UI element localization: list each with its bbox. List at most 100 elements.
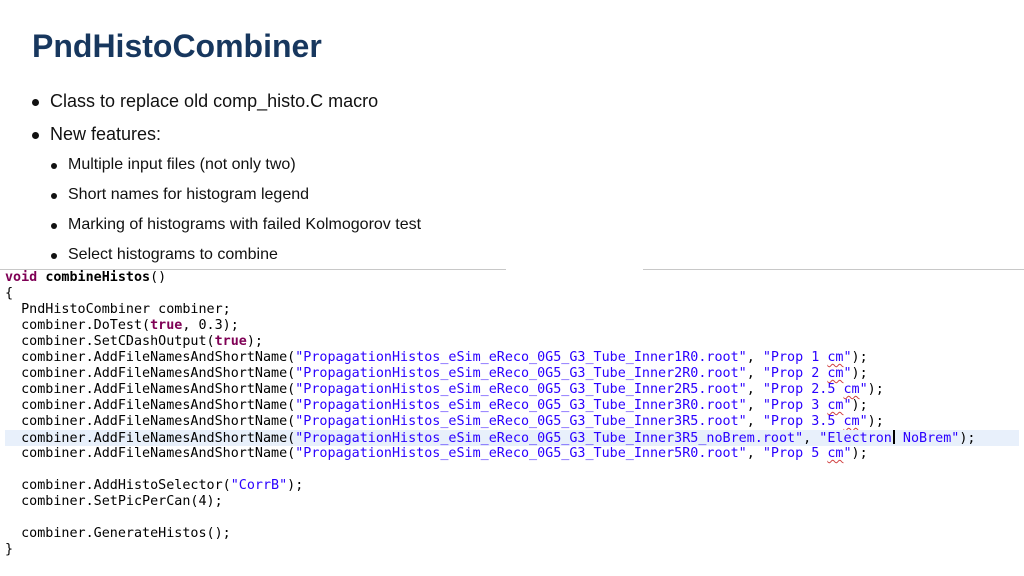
sub-bullet-item: Multiple input files (not only two) <box>51 156 296 174</box>
string-literal: "PropagationHistos_eSim_eReco_0G5_G3_Tub… <box>295 382 747 397</box>
bullet-dot-icon <box>32 132 39 139</box>
string-part: " <box>843 398 852 413</box>
string-part: " <box>843 446 852 461</box>
code-punct: , <box>746 366 763 381</box>
code-line: combiner.AddFileNamesAndShortName("Propa… <box>5 398 868 414</box>
sub-bullet-text: Short names for histogram legend <box>68 186 310 203</box>
code-punct: , <box>803 431 820 446</box>
code-line: } <box>5 542 13 558</box>
spellcheck-word: cm <box>827 398 844 413</box>
string-part: "Prop 3.5 <box>762 414 844 429</box>
code-line: combiner.AddFileNamesAndShortName("Propa… <box>5 446 868 462</box>
keyword-true: true <box>150 318 183 333</box>
code-line: combiner.AddHistoSelector("CorrB"); <box>5 478 303 494</box>
bullet-item: Class to replace old comp_histo.C macro <box>32 91 379 112</box>
divider-line <box>0 269 506 270</box>
string-part: "Prop 1 <box>762 350 828 365</box>
code-text: ); <box>246 334 263 349</box>
spellcheck-word: cm <box>827 366 844 381</box>
string-literal: "Prop 2 cm" <box>763 366 852 381</box>
code-text: combiner.DoTest( <box>5 318 151 333</box>
string-part: " <box>843 366 852 381</box>
code-punct: ); <box>287 478 304 493</box>
string-part: "Prop 5 <box>762 446 828 461</box>
string-literal: "PropagationHistos_eSim_eReco_0G5_G3_Tub… <box>295 446 747 461</box>
bullet-dot-icon <box>51 163 57 169</box>
spellcheck-word: cm <box>827 446 844 461</box>
divider-line <box>643 269 1024 270</box>
string-literal: "PropagationHistos_eSim_eReco_0G5_G3_Tub… <box>295 398 747 413</box>
bullet-dot-icon <box>32 99 39 106</box>
spellcheck-word: cm <box>827 350 844 365</box>
sub-bullet-item: Select histograms to combine <box>51 246 278 264</box>
code-text: PndHistoCombiner combiner; <box>5 302 231 317</box>
sub-bullet-text: Multiple input files (not only two) <box>68 156 296 173</box>
sub-bullet-text: Select histograms to combine <box>68 246 278 263</box>
string-part: "Electron <box>819 431 892 446</box>
bullet-dot-icon <box>51 253 57 259</box>
code-text: combiner.AddHistoSelector( <box>5 478 231 493</box>
keyword-void: void <box>5 270 38 285</box>
string-literal: "Prop 5 cm" <box>763 446 852 461</box>
code-line: { <box>5 286 13 302</box>
string-literal: "Prop 1 cm" <box>763 350 852 365</box>
string-literal: "Prop 3.5 cm" <box>763 414 868 429</box>
string-part: NoBrem" <box>894 431 960 446</box>
string-part: "Prop 2.5 <box>762 382 844 397</box>
code-line: combiner.SetPicPerCan(4); <box>5 494 223 510</box>
string-part: " <box>843 350 852 365</box>
code-line: combiner.SetCDashOutput(true); <box>5 334 263 350</box>
spellcheck-word: cm <box>843 414 860 429</box>
code-punct: ); <box>867 382 884 397</box>
code-text: combiner.AddFileNamesAndShortName( <box>5 382 296 397</box>
code-punct: () <box>150 270 167 285</box>
code-line: combiner.DoTest(true, 0.3); <box>5 318 239 334</box>
bullet-dot-icon <box>51 223 57 229</box>
sub-bullet-item: Short names for histogram legend <box>51 186 310 204</box>
string-part: "Prop 2 <box>762 366 828 381</box>
spellcheck-word: cm <box>843 382 860 397</box>
function-name: combineHistos <box>45 270 151 285</box>
string-literal: "PropagationHistos_eSim_eReco_0G5_G3_Tub… <box>295 366 747 381</box>
code-punct: , <box>746 446 763 461</box>
bullet-text: New features: <box>50 124 162 144</box>
code-punct: ); <box>851 398 868 413</box>
slide-title: PndHistoCombiner <box>32 28 322 64</box>
code-punct: , <box>746 382 763 397</box>
code-line-current: combiner.AddFileNamesAndShortName("Propa… <box>5 430 1019 446</box>
code-punct: , <box>746 414 763 429</box>
code-punct: } <box>5 542 14 557</box>
code-text: combiner.AddFileNamesAndShortName( <box>5 414 296 429</box>
string-literal: "Prop 3 cm" <box>763 398 852 413</box>
code-line: void combineHistos() <box>5 270 166 286</box>
string-part: " <box>859 414 868 429</box>
code-punct: ); <box>867 414 884 429</box>
keyword-true: true <box>214 334 247 349</box>
string-literal: "PropagationHistos_eSim_eReco_0G5_G3_Tub… <box>295 350 747 365</box>
sub-bullet-item: Marking of histograms with failed Kolmog… <box>51 216 421 234</box>
string-part: "Prop 3 <box>762 398 828 413</box>
code-punct: { <box>5 286 14 301</box>
code-line: combiner.AddFileNamesAndShortName("Propa… <box>5 382 884 398</box>
code-punct: , <box>746 350 763 365</box>
code-punct: ); <box>959 431 976 446</box>
bullet-text: Class to replace old comp_histo.C macro <box>50 91 379 111</box>
string-literal: "PropagationHistos_eSim_eReco_0G5_G3_Tub… <box>295 414 747 429</box>
code-punct: ); <box>851 446 868 461</box>
bullet-item: New features: <box>32 124 162 145</box>
code-line: combiner.GenerateHistos(); <box>5 526 231 542</box>
bullet-dot-icon <box>51 193 57 199</box>
code-line: combiner.AddFileNamesAndShortName("Propa… <box>5 350 868 366</box>
string-literal: "CorrB" <box>230 478 288 493</box>
string-literal: "Electron NoBrem" <box>819 430 960 446</box>
code-line: combiner.AddFileNamesAndShortName("Propa… <box>5 414 884 430</box>
code-punct: ); <box>851 366 868 381</box>
code-text: , 0.3); <box>182 318 239 333</box>
code-punct: , <box>746 398 763 413</box>
code-text: combiner.AddFileNamesAndShortName( <box>5 350 296 365</box>
string-literal: "Prop 2.5 cm" <box>763 382 868 397</box>
code-line: PndHistoCombiner combiner; <box>5 302 231 318</box>
code-text: combiner.AddFileNamesAndShortName( <box>5 398 296 413</box>
code-text: combiner.SetCDashOutput( <box>5 334 215 349</box>
